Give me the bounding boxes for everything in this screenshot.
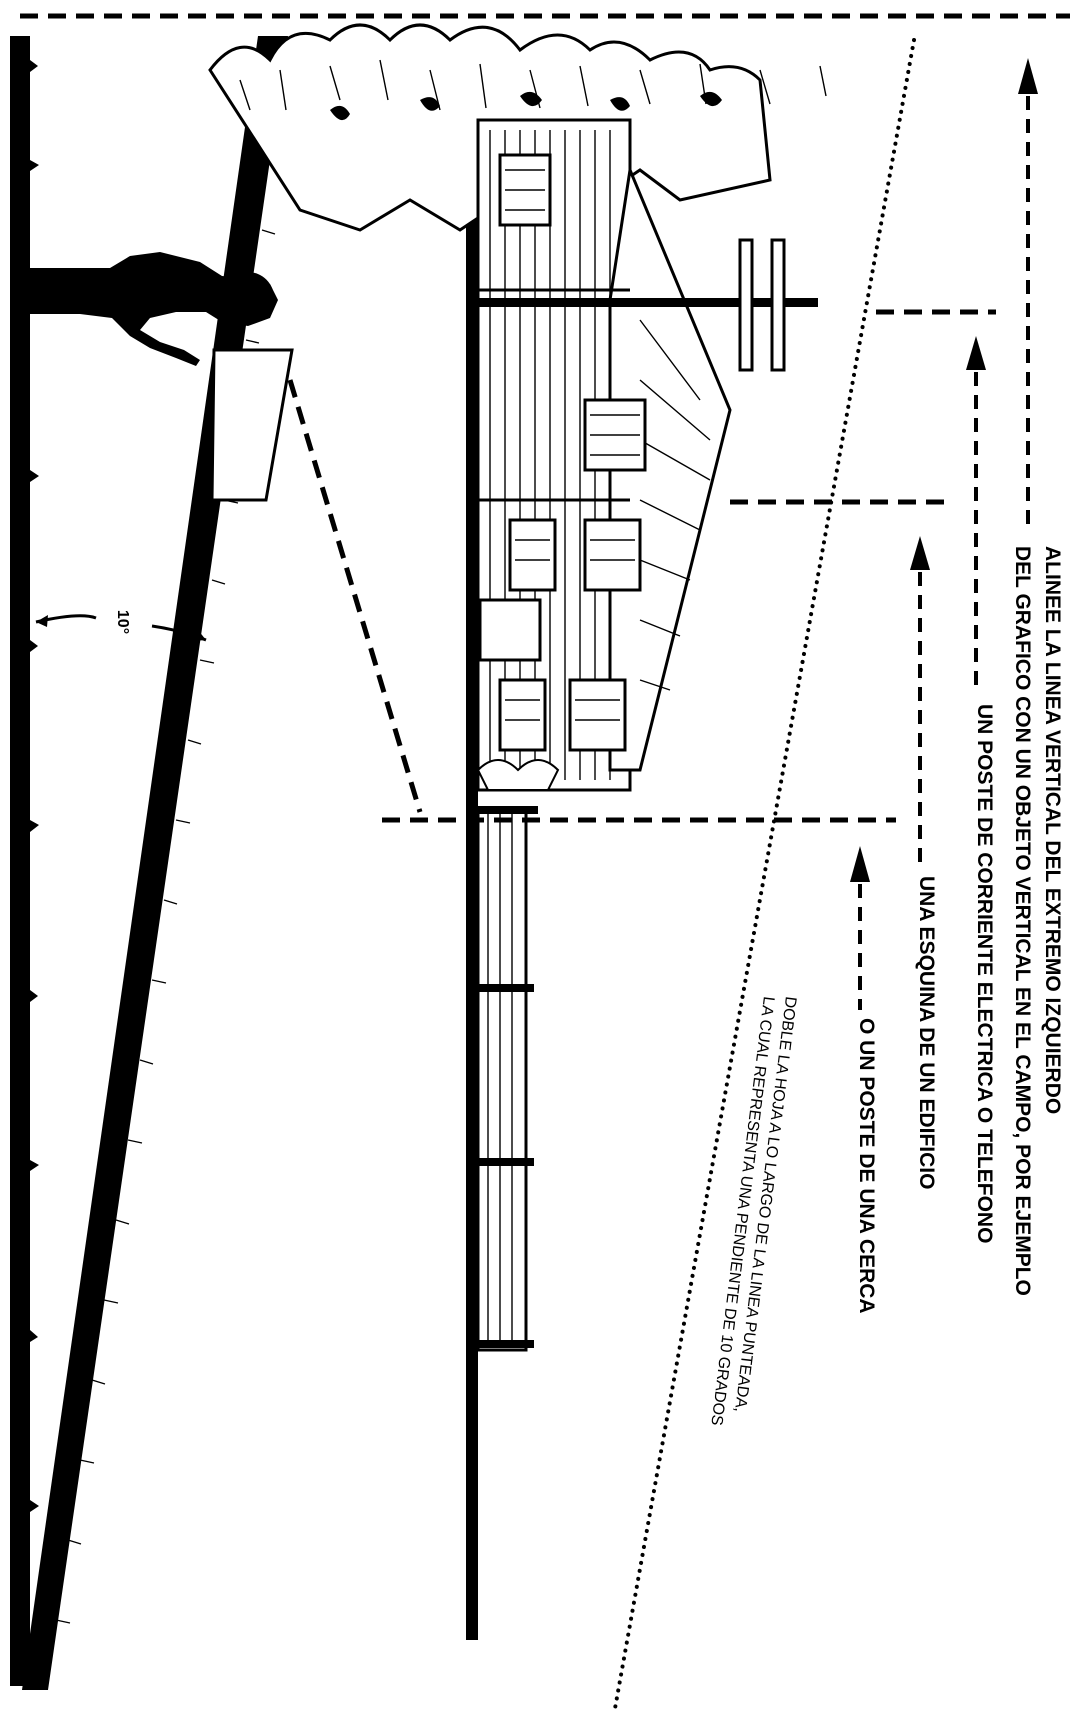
person-silhouette-icon — [24, 252, 278, 366]
utility-pole-icon — [478, 238, 818, 372]
arrow-pole — [966, 336, 986, 690]
house-icon — [476, 118, 732, 792]
scene-ground-line — [466, 180, 478, 1640]
instruction-line-4: UNA ESQUINA DE UN EDIFICIO — [915, 876, 938, 1189]
sight-line — [287, 379, 423, 813]
angle-marker: 10° — [35, 610, 207, 642]
arrow-building — [910, 536, 930, 868]
angle-label: 10° — [114, 610, 131, 634]
instruction-line-1: ALINEE LA LINEA VERTICAL DEL EXTREMO IZQ… — [1041, 546, 1064, 1114]
fold-dotted-line — [612, 38, 916, 1716]
fence-icon — [476, 806, 538, 1352]
arrow-fence — [850, 846, 870, 1010]
gauge-card — [210, 348, 294, 502]
instruction-line-2: DEL GRAFICO CON UN OBJETO VERTICAL EN EL… — [1011, 546, 1034, 1296]
left-ground-edge — [10, 36, 39, 1686]
instruction-line-5: O UN POSTE DE UNA CERCA — [855, 1018, 878, 1314]
instruction-line-3: UN POSTE DE CORRIENTE ELECTRICA O TELEFO… — [973, 704, 996, 1243]
arrow-top — [1018, 58, 1038, 530]
